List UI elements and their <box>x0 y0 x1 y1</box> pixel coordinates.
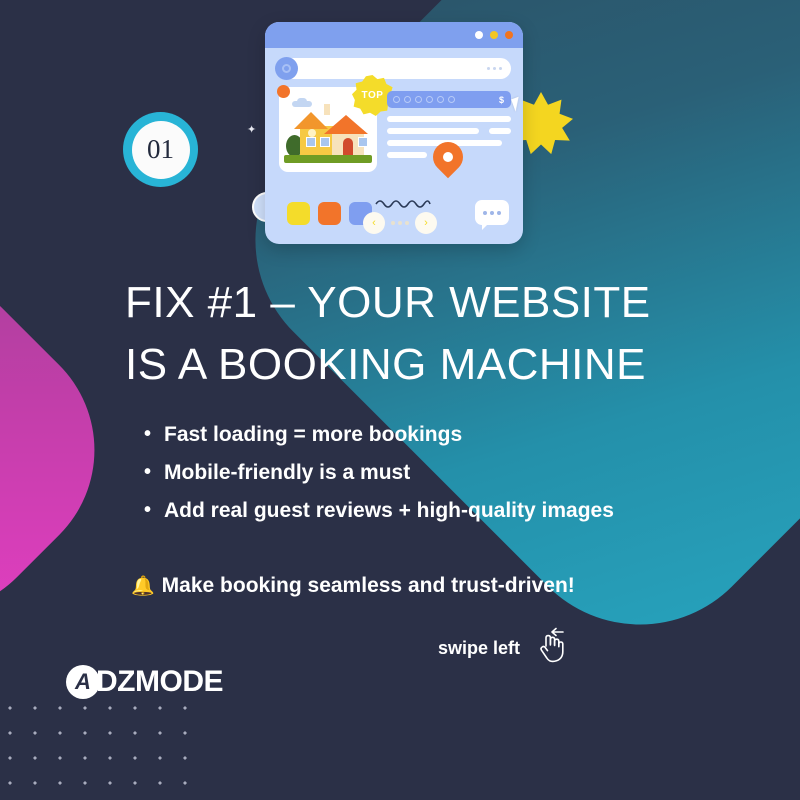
cloud-icon <box>292 98 312 107</box>
house-window <box>320 137 330 147</box>
logo-text: DZMODE <box>96 665 224 698</box>
currency-symbol: $ <box>498 94 504 105</box>
browser-search-row <box>265 48 523 80</box>
search-more-dots-icon <box>487 67 502 70</box>
listing-photo <box>284 92 372 167</box>
call-to-action-text: Make booking seamless and trust-driven! <box>161 574 575 597</box>
text-line <box>387 128 479 134</box>
app-icon-yellow[interactable] <box>287 202 310 225</box>
wavy-line-decoration <box>375 200 431 208</box>
chat-bubble-icon <box>475 200 509 230</box>
window-dot-white <box>475 31 483 39</box>
carousel-dots <box>391 221 409 225</box>
window-dot-yellow <box>490 31 498 39</box>
chimney-icon <box>324 104 330 115</box>
booking-website-illustration: TOP $ <box>265 22 523 244</box>
dot-grid-decoration <box>8 706 188 800</box>
app-icon-row <box>287 202 372 225</box>
bell-icon: 🔔 <box>131 576 155 597</box>
price-field: $ <box>387 91 523 112</box>
carousel-next-button[interactable]: › <box>415 212 437 234</box>
list-item: Mobile-friendly is a must <box>140 453 660 492</box>
sparkle-icon: ✦ <box>247 124 257 136</box>
cursor-icon <box>511 95 523 112</box>
swipe-hand-icon <box>540 627 564 663</box>
house-light-dot <box>308 129 316 137</box>
carousel-prev-button[interactable]: ‹ <box>363 212 385 234</box>
call-to-action-line: 🔔 Make booking seamless and trust-driven… <box>131 574 671 598</box>
step-number-label: 01 <box>131 120 190 179</box>
house-roof-right <box>324 115 368 134</box>
house-door <box>343 138 353 156</box>
swipe-left-hint[interactable]: swipe left <box>438 627 574 666</box>
house-window <box>358 137 368 147</box>
app-icon-orange[interactable] <box>318 202 341 225</box>
house-window <box>306 137 316 147</box>
logo-mark: A <box>66 665 100 699</box>
search-icon <box>275 57 298 80</box>
text-line <box>387 116 511 122</box>
list-item: Add real guest reviews + high-quality im… <box>140 491 660 530</box>
browser-content-row: TOP $ <box>265 75 523 172</box>
page-title: FIX #1 – YOUR WEBSITE IS A BOOKING MACHI… <box>125 278 651 389</box>
listing-photo-card: TOP <box>277 75 393 172</box>
window-dot-orange <box>505 31 513 39</box>
benefits-list: Fast loading = more bookings Mobile-frie… <box>140 415 660 530</box>
text-line <box>488 128 511 134</box>
browser-title-bar <box>265 22 523 48</box>
search-input[interactable] <box>275 57 511 80</box>
carousel-pagination: ‹ › <box>363 212 437 234</box>
lawn <box>284 155 372 163</box>
brand-logo: A DZMODE <box>66 665 224 699</box>
swipe-left-label: swipe left <box>438 637 521 658</box>
photo-badge-dot <box>277 85 290 98</box>
pink-background-shape <box>0 237 145 663</box>
list-item: Fast loading = more bookings <box>140 415 660 454</box>
text-line <box>387 152 427 158</box>
step-number-badge: 01 <box>123 112 198 187</box>
house-roof-left <box>294 112 328 129</box>
bush-icon <box>286 135 303 157</box>
